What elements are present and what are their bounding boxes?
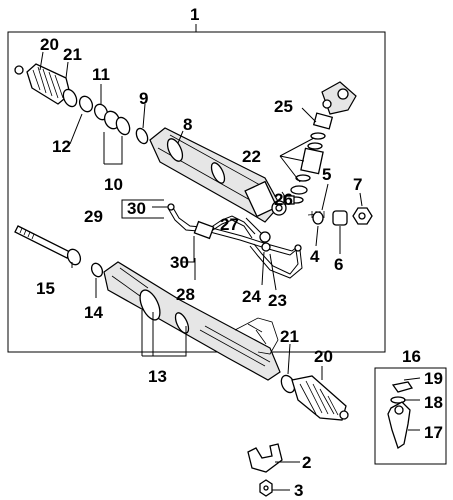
fluid-lines xyxy=(167,203,303,279)
callout-18: 18 xyxy=(424,393,443,412)
seal-stack xyxy=(288,132,326,204)
mount-bracket xyxy=(247,443,283,497)
callout-6: 6 xyxy=(334,255,343,274)
callout-7: 7 xyxy=(353,175,362,194)
callout-22: 22 xyxy=(242,147,261,166)
callout-25: 25 xyxy=(274,97,293,116)
rack-housing-upper xyxy=(149,127,287,223)
callout-30-upper: 30 xyxy=(127,199,146,218)
callout-23: 23 xyxy=(268,291,287,310)
inner-tie-rod xyxy=(14,225,82,266)
callout-4: 4 xyxy=(310,247,320,266)
callout-15: 15 xyxy=(36,279,55,298)
callout-24: 24 xyxy=(242,287,261,306)
valve-body xyxy=(312,81,357,130)
callout-27: 27 xyxy=(220,215,239,234)
tie-rod-end xyxy=(387,381,414,450)
callout-5: 5 xyxy=(322,165,331,184)
callout-14: 14 xyxy=(84,303,103,322)
callout-26: 26 xyxy=(274,190,293,209)
callout-20-lower: 20 xyxy=(314,347,333,366)
leader-lines xyxy=(39,51,421,491)
callout-9: 9 xyxy=(139,89,148,108)
callout-10: 10 xyxy=(104,175,123,194)
callout-20-upper: 20 xyxy=(40,35,59,54)
assembly-frame xyxy=(7,24,447,465)
callout-3: 3 xyxy=(294,481,303,500)
callout-13: 13 xyxy=(148,367,167,386)
callout-17: 17 xyxy=(424,423,443,442)
callout-8: 8 xyxy=(183,115,192,134)
callout-21-lower: 21 xyxy=(280,327,299,346)
rack-housing-lower xyxy=(103,261,281,381)
callout-30-lower: 30 xyxy=(170,253,189,272)
callout-28: 28 xyxy=(176,285,195,304)
callout-labels: 1 20 21 11 9 8 12 10 25 22 5 7 26 30 29 … xyxy=(36,5,443,500)
callout-29: 29 xyxy=(84,207,103,226)
callout-19: 19 xyxy=(424,369,443,388)
callout-1: 1 xyxy=(190,5,199,24)
upper-components xyxy=(14,63,373,279)
lower-components xyxy=(14,225,349,421)
callout-16: 16 xyxy=(402,347,421,366)
callout-11: 11 xyxy=(92,65,110,84)
callout-12: 12 xyxy=(52,137,71,156)
callout-21-upper: 21 xyxy=(63,45,82,64)
boot-lower xyxy=(291,375,349,421)
callout-2: 2 xyxy=(302,453,311,472)
